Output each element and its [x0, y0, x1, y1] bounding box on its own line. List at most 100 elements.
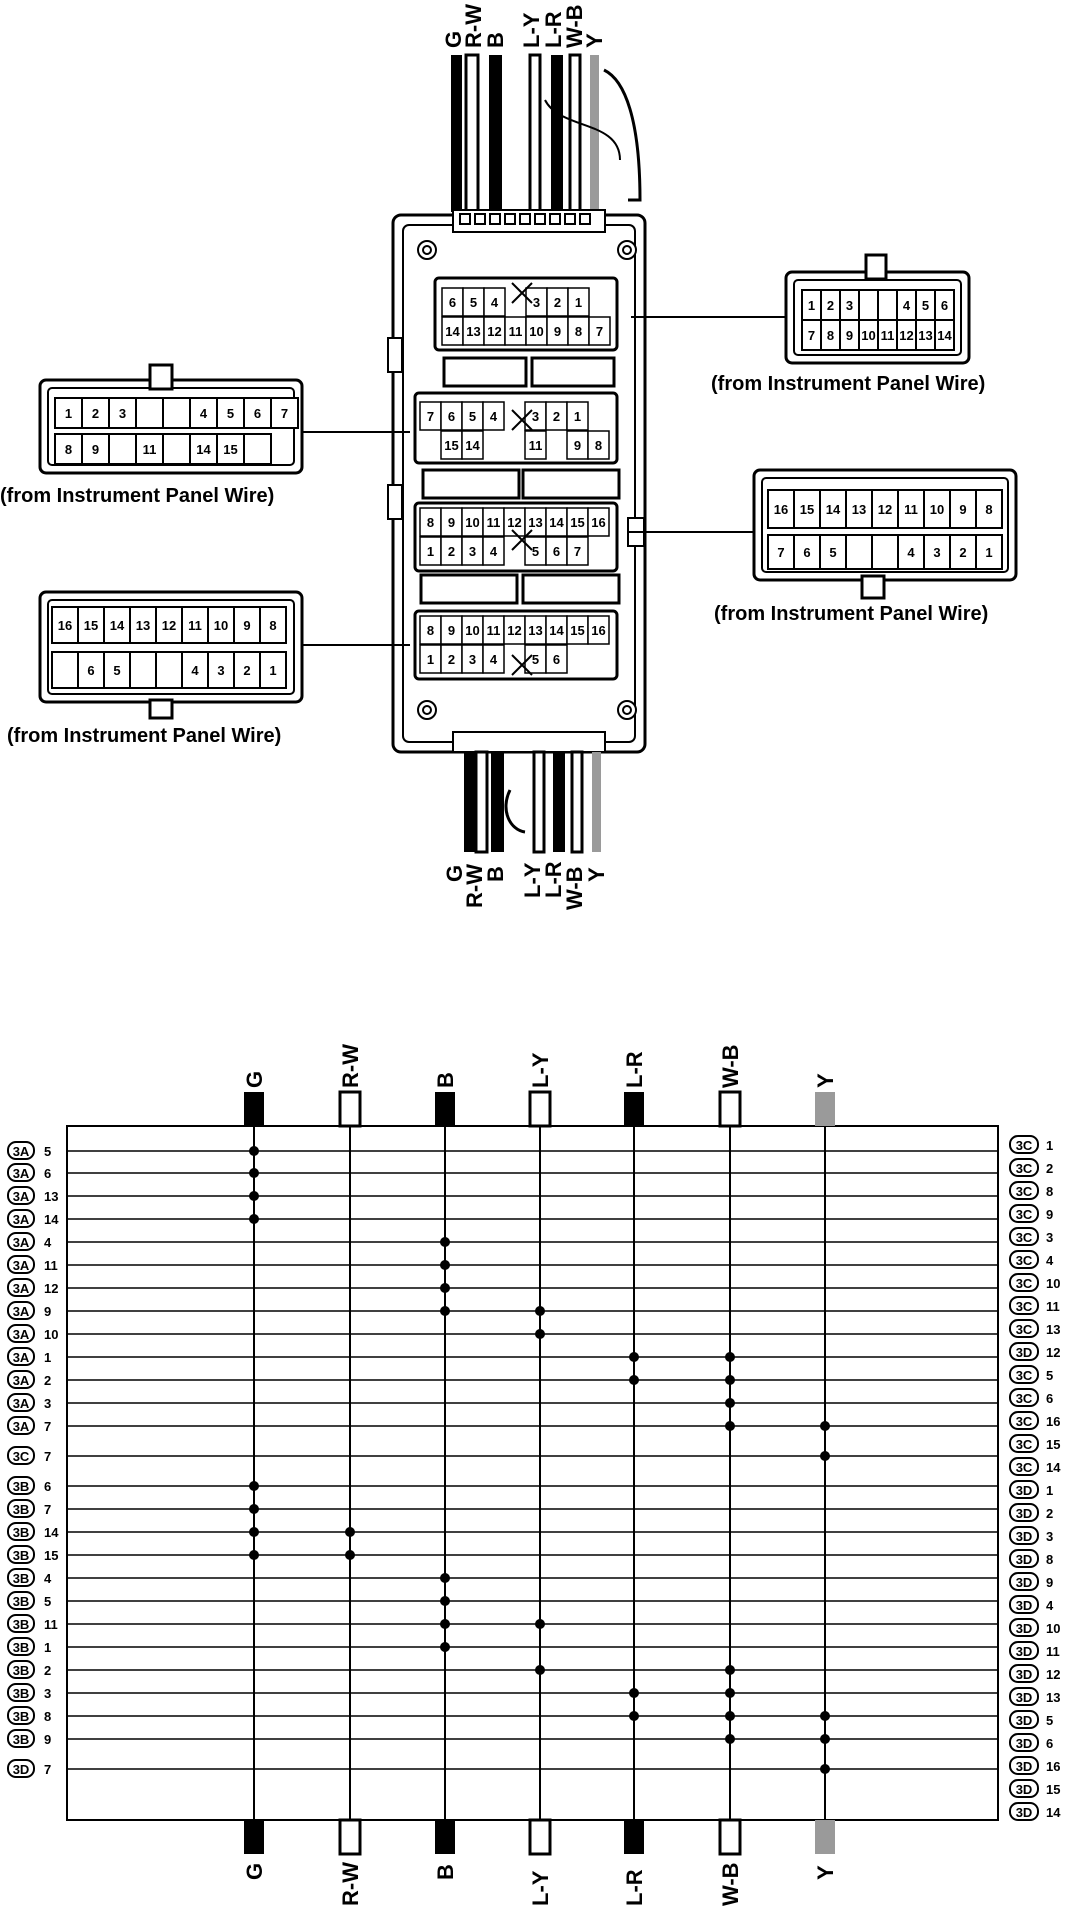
left-pin-number: 3: [44, 1396, 51, 1411]
left-pin-number: 6: [44, 1166, 51, 1181]
block-r4-bot-pin-label: 1: [427, 652, 434, 667]
junction-dot: [249, 1527, 259, 1537]
left-pin-number: 13: [44, 1189, 58, 1204]
schematic-wire-top-5: [718, 1090, 742, 1128]
bl-top-pin-label: 14: [110, 618, 125, 633]
junction-dot: [440, 1306, 450, 1316]
schematic-wire-top-4: [624, 1092, 644, 1126]
left-connector-id: 3B: [13, 1709, 30, 1724]
left-pin-number: 5: [44, 1594, 51, 1609]
left-connector-badge: [7, 1324, 35, 1343]
bl-bot-pin-label: 3: [217, 663, 224, 678]
right-pin-number: 15: [1046, 1437, 1060, 1452]
wire-label-y-lower: Y: [584, 867, 609, 882]
mr-bot-pin-label: 6: [803, 545, 810, 560]
left-pin-number: 7: [44, 1449, 51, 1464]
bl-top-pin-label: 13: [136, 618, 150, 633]
right-pin-number: 13: [1046, 1322, 1060, 1337]
right-connector-id: 3C: [1016, 1391, 1033, 1406]
right-connector-badge: [1009, 1158, 1039, 1177]
block-r3-bot-pin-label: 5: [532, 544, 539, 559]
mr-bot-cell: [793, 534, 821, 570]
mr-bot-pin-label: 4: [907, 545, 915, 560]
block-r2-bot-pin-label: 9: [574, 438, 581, 453]
mr-bot-cell: [923, 534, 951, 570]
wire-label-ly-lower: L-Y: [520, 862, 545, 898]
schematic-bottom-label-0: G: [242, 1863, 267, 1880]
caption-mid-left: (from Instrument Panel Wire): [0, 485, 274, 507]
right-connector-badge: [1009, 1181, 1039, 1200]
schematic-top-label-0: G: [242, 1071, 267, 1088]
left-pin-number: 11: [44, 1258, 58, 1273]
wire-label-rw-lower: R-W: [462, 864, 487, 908]
junction-dot: [249, 1214, 259, 1224]
right-connector-id: 3D: [1016, 1782, 1033, 1797]
right-pin-number: 11: [1046, 1299, 1060, 1314]
ml-top-pin-label: 2: [92, 406, 99, 421]
right-connector-id: 3C: [1016, 1184, 1033, 1199]
wire-label-rw-top: R-W: [461, 4, 486, 48]
right-connector-badge: [1009, 1710, 1039, 1729]
ml-top-pin-label: 1: [65, 406, 72, 421]
bl-top-pin-label: 9: [243, 618, 250, 633]
ml-bot-pin-label: 8: [65, 442, 72, 457]
ml-top-pin-label: 7: [281, 406, 288, 421]
right-pin-number: 5: [1046, 1713, 1053, 1728]
left-connector-id: 3B: [13, 1571, 30, 1586]
junction-dot: [440, 1642, 450, 1652]
ml-top-pin-label: 3: [119, 406, 126, 421]
mr-top-pin-label: 8: [985, 502, 992, 517]
bl-top-cell: [103, 606, 131, 644]
block-r1-top-cell: [483, 287, 506, 317]
right-connector-id: 3C: [1016, 1207, 1033, 1222]
left-connector-id: 3B: [13, 1548, 30, 1563]
left-pin-number: 8: [44, 1709, 51, 1724]
right-pin-number: 14: [1046, 1460, 1061, 1475]
left-connector-id: 3D: [13, 1762, 30, 1777]
right-connector-id: 3C: [1016, 1230, 1033, 1245]
junction-dot: [629, 1711, 639, 1721]
mr-bot-cell: [845, 534, 873, 570]
junction-dot: [440, 1596, 450, 1606]
left-connector-id: 3B: [13, 1732, 30, 1747]
tr-top-pin-label: 6: [941, 298, 948, 313]
right-pin-number: 2: [1046, 1506, 1053, 1521]
left-pin-number: 14: [44, 1212, 59, 1227]
right-pin-number: 10: [1046, 1276, 1060, 1291]
right-connector-id: 3D: [1016, 1483, 1033, 1498]
junction-dot: [249, 1481, 259, 1491]
schematic-top-label-6: Y: [813, 1073, 838, 1088]
ml-bot-pin-label: 11: [143, 442, 157, 457]
right-connector-id: 3D: [1016, 1690, 1033, 1705]
left-connector-badge: [7, 1278, 35, 1297]
ml-top-cell: [135, 397, 164, 429]
wire-label-g-top: G: [441, 31, 466, 48]
right-connector-badge: [1009, 1779, 1039, 1798]
bl-bot-cell: [51, 651, 79, 689]
block-r1-top-pin-label: 4: [491, 295, 499, 310]
mr-top-pin-label: 12: [878, 502, 892, 517]
mr-top-pin-label: 10: [930, 502, 944, 517]
left-connector-id: 3B: [13, 1686, 30, 1701]
left-connector-id: 3A: [13, 1144, 30, 1159]
left-connector-id: 3B: [13, 1502, 30, 1517]
right-connector-badge: [1009, 1273, 1039, 1292]
left-connector-badge: [7, 1301, 35, 1320]
lower-wire-bundle: [452, 731, 606, 854]
right-pin-number: 1: [1046, 1138, 1053, 1153]
left-pin-number: 7: [44, 1762, 51, 1777]
tr-top-pin-label: 3: [846, 298, 853, 313]
block-r1-bot-pin-label: 11: [509, 324, 523, 339]
tr-top-pin-label: 5: [922, 298, 929, 313]
right-connector-badge: [1009, 1572, 1039, 1591]
right-connector-badge: [1009, 1641, 1039, 1660]
bl-top-cell: [207, 606, 235, 644]
left-connector-id: 3A: [13, 1304, 30, 1319]
right-connector-id: 3D: [1016, 1575, 1033, 1590]
right-connector-id: 3C: [1016, 1437, 1033, 1452]
right-connector-badge: [1009, 1549, 1039, 1568]
block-r3-top-pin-label: 13: [528, 515, 542, 530]
caption-mid-right: (from Instrument Panel Wire): [714, 603, 988, 625]
right-pin-number: 3: [1046, 1529, 1053, 1544]
block-r4-top-pin-label: 11: [487, 623, 501, 638]
